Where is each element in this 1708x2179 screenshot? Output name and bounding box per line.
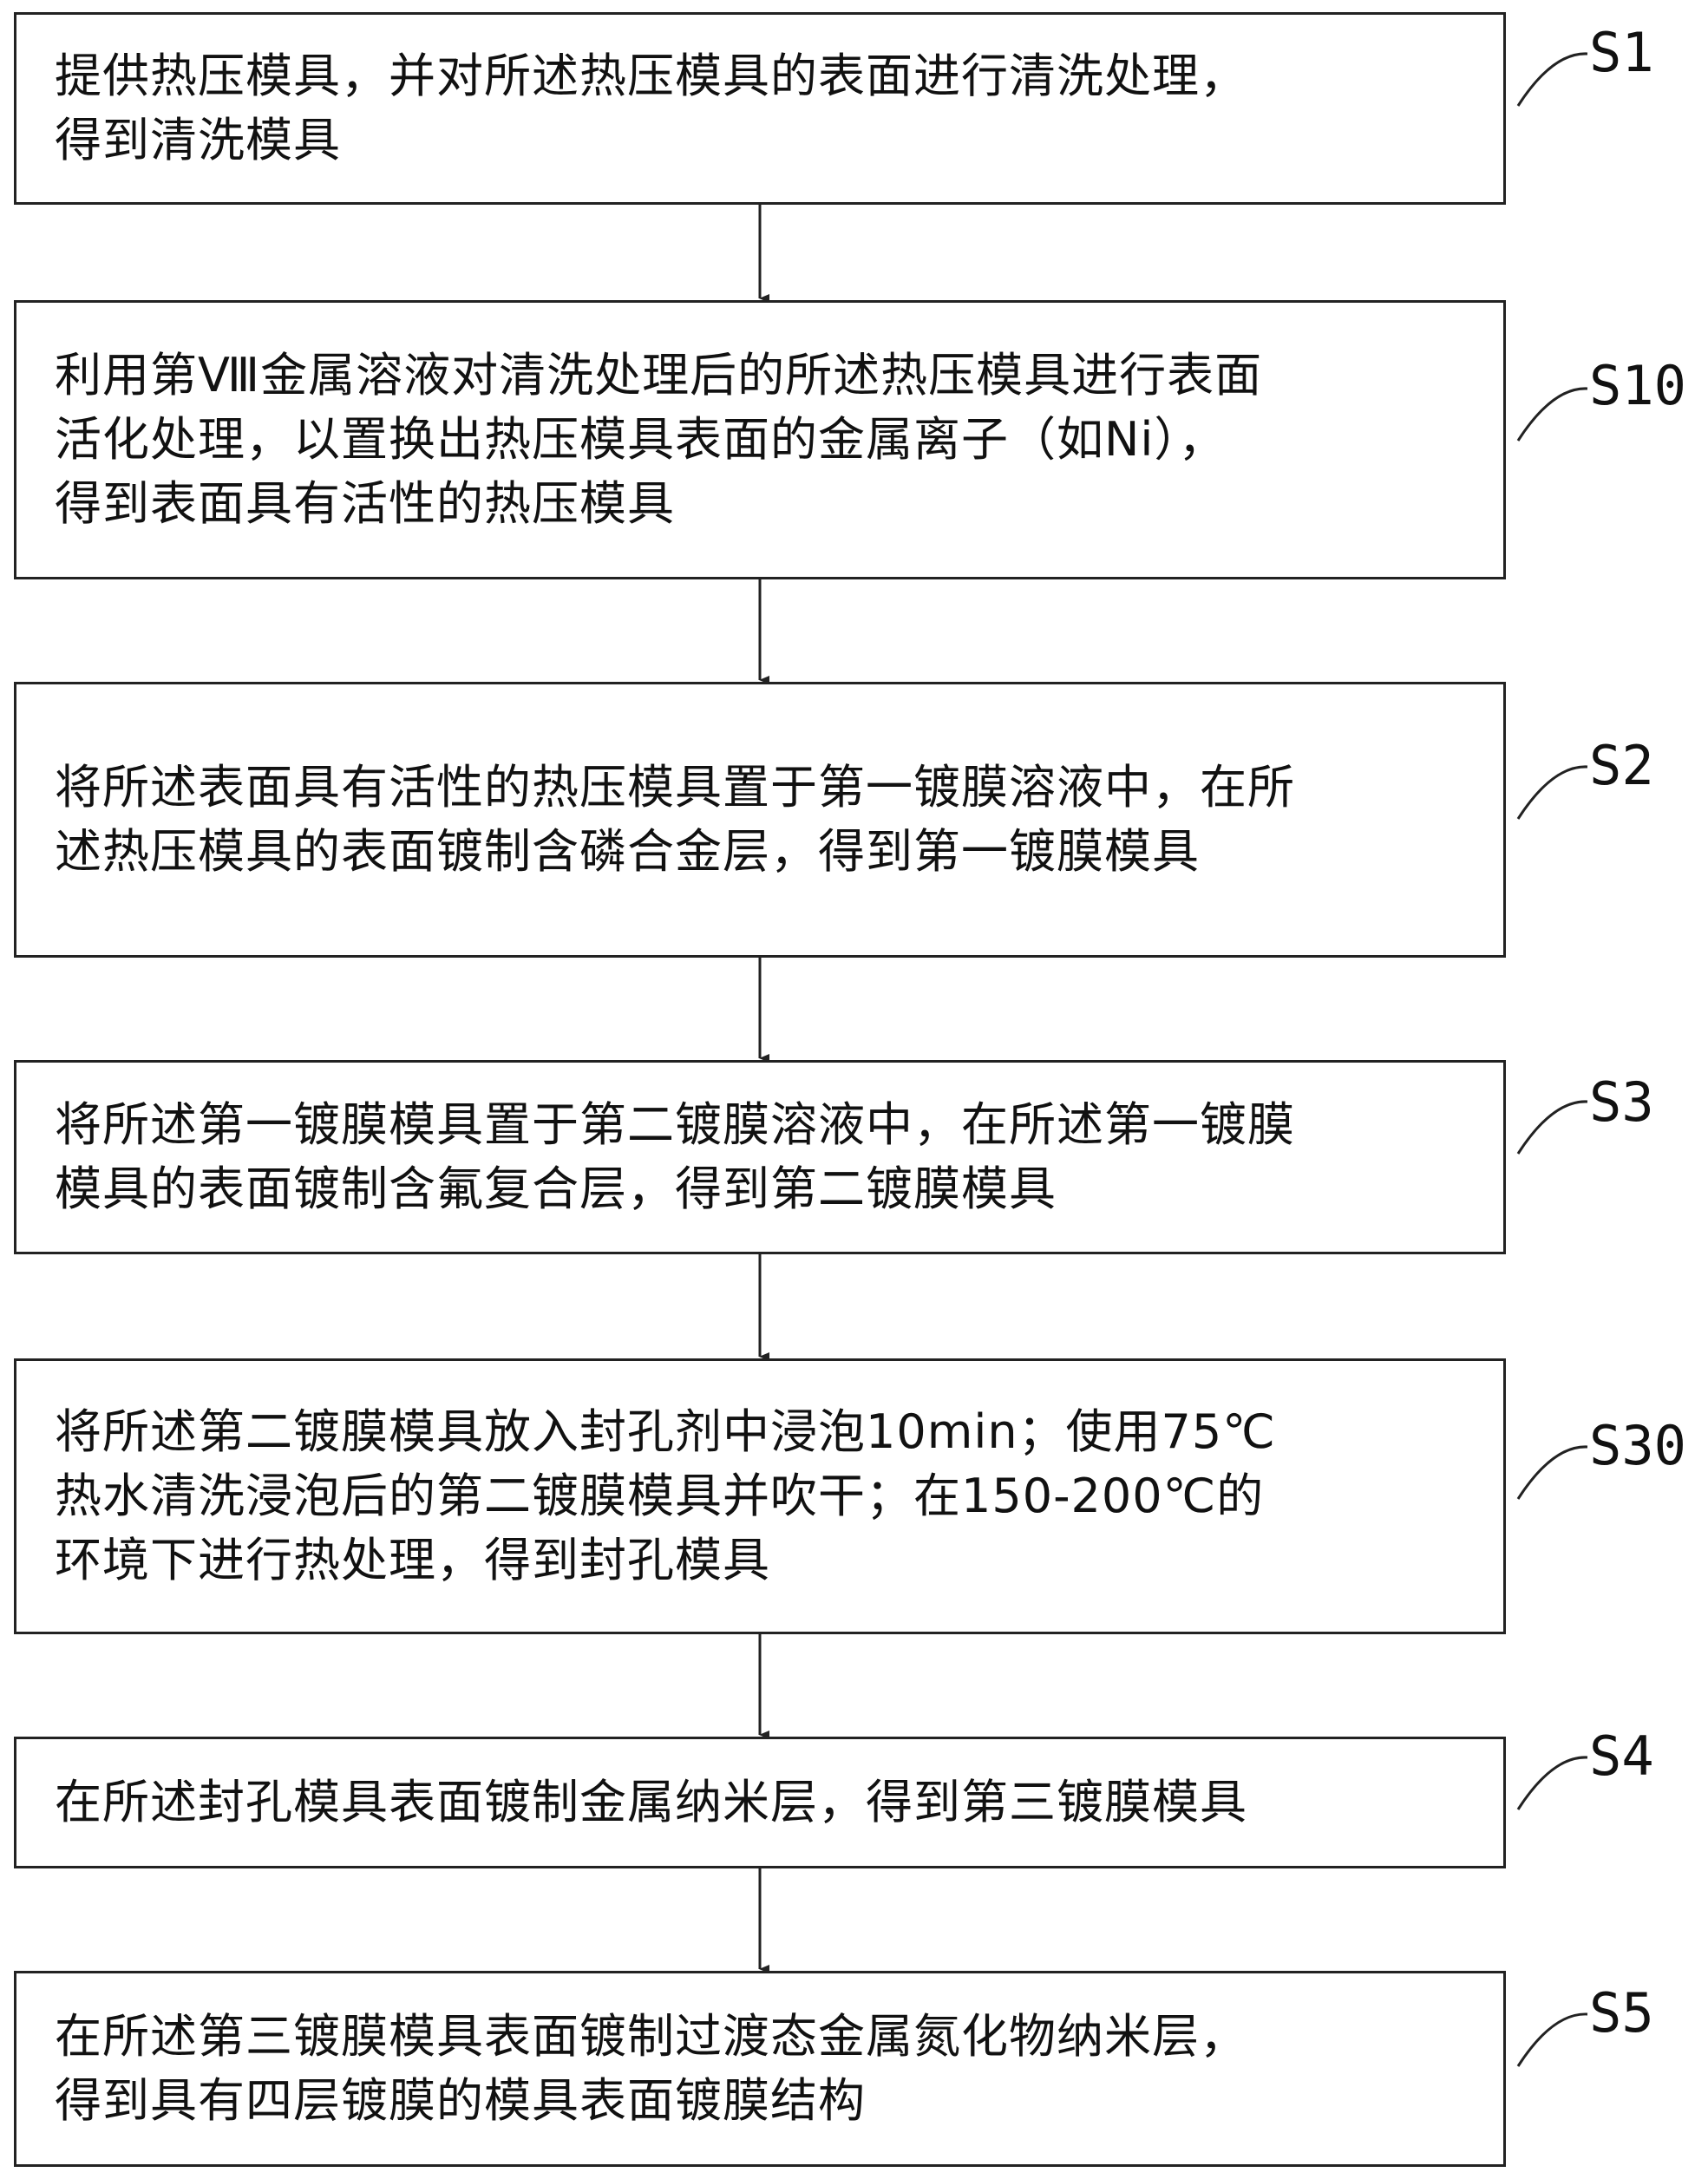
step-box-s5: 在所述第三镀膜模具表面镀制过渡态金属氮化物纳米层， 得到具有四层镀膜的模具表面镀… [14, 1971, 1506, 2167]
label-leader [1516, 1756, 1588, 1810]
step-line: 将所述第二镀膜模具放入封孔剂中浸泡10min；使用75℃ [55, 1404, 1276, 1459]
label-leader [1516, 765, 1588, 820]
step-line: 热水清洗浸泡后的第二镀膜模具并吹干；在150-200℃的 [55, 1469, 1265, 1523]
step-line: 得到清洗模具 [55, 113, 341, 167]
step-label-s1: S1 [1589, 21, 1654, 84]
step-box-s30: 将所述第二镀膜模具放入封孔剂中浸泡10min；使用75℃ 热水清洗浸泡后的第二镀… [14, 1358, 1506, 1634]
step-line: 利用第Ⅷ金属溶液对清洗处理后的所述热压模具进行表面 [55, 348, 1263, 402]
step-label-s5: S5 [1589, 1981, 1654, 2045]
step-label-s2: S2 [1589, 734, 1654, 797]
label-leader [1516, 2012, 1588, 2067]
step-box-s1: 提供热压模具，并对所述热压模具的表面进行清洗处理， 得到清洗模具 [14, 12, 1506, 205]
step-line: 述热压模具的表面镀制含磷合金层，得到第一镀膜模具 [55, 824, 1200, 879]
step-box-s10: 利用第Ⅷ金属溶液对清洗处理后的所述热压模具进行表面 活化处理，以置换出热压模具表… [14, 300, 1506, 579]
label-leader [1516, 52, 1588, 107]
step-line: 模具的表面镀制含氟复合层，得到第二镀膜模具 [55, 1161, 1057, 1216]
step-line: 在所述第三镀膜模具表面镀制过渡态金属氮化物纳米层， [55, 2009, 1247, 2064]
step-line: 得到表面具有活性的热压模具 [55, 476, 675, 531]
step-label-s4: S4 [1589, 1724, 1654, 1788]
step-label-s10: S10 [1589, 354, 1686, 417]
step-label-s30: S30 [1589, 1414, 1686, 1477]
step-box-s4: 在所述封孔模具表面镀制金属纳米层，得到第三镀膜模具 [14, 1737, 1506, 1868]
step-text-s5: 在所述第三镀膜模具表面镀制过渡态金属氮化物纳米层， 得到具有四层镀膜的模具表面镀… [16, 2005, 1282, 2133]
step-line: 将所述表面具有活性的热压模具置于第一镀膜溶液中，在所 [55, 760, 1295, 815]
step-line: 提供热压模具，并对所述热压模具的表面进行清洗处理， [55, 49, 1247, 103]
step-line: 得到具有四层镀膜的模具表面镀膜结构 [55, 2073, 866, 2128]
step-line: 将所述第一镀膜模具置于第二镀膜溶液中，在所述第一镀膜 [55, 1097, 1295, 1152]
step-box-s2: 将所述表面具有活性的热压模具置于第一镀膜溶液中，在所 述热压模具的表面镀制含磷合… [14, 682, 1506, 958]
step-text-s3: 将所述第一镀膜模具置于第二镀膜溶液中，在所述第一镀膜 模具的表面镀制含氟复合层，… [16, 1093, 1330, 1221]
step-line: 活化处理，以置换出热压模具表面的金属离子（如Ni）， [55, 412, 1227, 467]
label-leader [1516, 1100, 1588, 1155]
step-text-s10: 利用第Ⅷ金属溶液对清洗处理后的所述热压模具进行表面 活化处理，以置换出热压模具表… [16, 344, 1297, 536]
step-text-s30: 将所述第二镀膜模具放入封孔剂中浸泡10min；使用75℃ 热水清洗浸泡后的第二镀… [16, 1400, 1311, 1593]
step-label-s3: S3 [1589, 1070, 1654, 1134]
step-text-s2: 将所述表面具有活性的热压模具置于第一镀膜溶液中，在所 述热压模具的表面镀制含磷合… [16, 756, 1330, 884]
label-leader [1516, 1445, 1588, 1500]
label-leader [1516, 387, 1588, 442]
step-text-s1: 提供热压模具，并对所述热压模具的表面进行清洗处理， 得到清洗模具 [16, 44, 1282, 173]
step-line: 环境下进行热处理，得到封孔模具 [55, 1533, 770, 1587]
step-line: 在所述封孔模具表面镀制金属纳米层，得到第三镀膜模具 [55, 1775, 1247, 1829]
step-box-s3: 将所述第一镀膜模具置于第二镀膜溶液中，在所述第一镀膜 模具的表面镀制含氟复合层，… [14, 1060, 1506, 1254]
step-text-s4: 在所述封孔模具表面镀制金属纳米层，得到第三镀膜模具 [16, 1770, 1282, 1835]
